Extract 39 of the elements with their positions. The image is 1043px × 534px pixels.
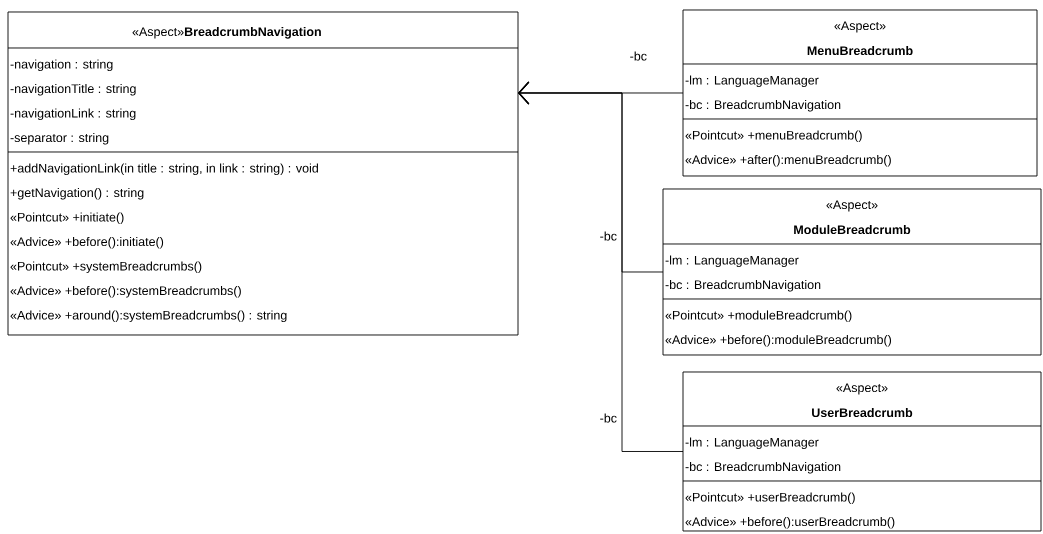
class-name: BreadcrumbNavigation [184,26,321,39]
edge-label: -bc [628,50,648,62]
class-name: ModuleBreadcrumb [794,224,911,235]
operation: «Advice» +before():moduleBreadcrumb() [665,334,892,347]
class-box [682,371,1042,532]
operation: «Advice» +before():userBreadcrumb() [685,516,895,529]
attribute: -separator : string [10,132,109,145]
stereotype: «Aspect» [132,27,184,39]
operation: «Pointcut» +menuBreadcrumb() [685,130,862,143]
class-box [682,9,1038,177]
operation: «Advice» +after():menuBreadcrumb() [685,154,891,167]
attribute: -bc : BreadcrumbNavigation [665,279,821,292]
stereotype: «Aspect» [836,383,888,395]
association-arrow [518,81,684,452]
class-box [7,11,519,336]
attribute: -navigation : string [10,59,113,72]
attribute: -lm : LanguageManager [685,75,819,88]
attribute: -bc : BreadcrumbNavigation [685,99,841,112]
attribute: -lm : LanguageManager [685,437,819,450]
class-name: UserBreadcrumb [812,407,913,418]
operation: +getNavigation() : string [10,187,144,200]
operation: «Pointcut» +moduleBreadcrumb() [665,310,852,323]
stereotype: «Aspect» [826,200,878,212]
stereotype: «Aspect» [834,21,886,33]
operation: «Advice» +before():systemBreadcrumbs() [10,285,241,298]
edge-label: -bc [598,412,618,424]
attribute: -lm : LanguageManager [665,255,799,268]
attribute: -navigationLink : string [10,108,136,121]
operation: «Advice» +before():initiate() [10,236,164,249]
edge-label: -bc [598,230,618,242]
class-box [662,188,1042,356]
operation: «Pointcut» +userBreadcrumb() [685,492,855,505]
class-name: MenuBreadcrumb [807,45,913,56]
operation: «Pointcut» +initiate() [10,212,124,225]
operation: +addNavigationLink(in title : string, in link : string) : void [10,163,318,176]
operation: «Pointcut» +systemBreadcrumbs() [10,261,202,274]
operation: «Advice» +around():systemBreadcrumbs() : string [10,310,287,323]
attribute: -bc : BreadcrumbNavigation [685,461,841,474]
attribute: -navigationTitle : string [10,83,136,96]
